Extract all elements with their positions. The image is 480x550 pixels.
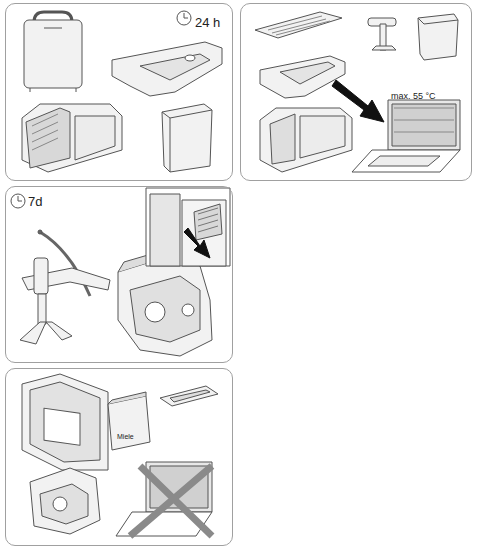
drip-tray-with-grill xyxy=(22,104,122,172)
instruction-panel: 7d xyxy=(5,186,233,363)
instruction-panel: Miele xyxy=(5,368,233,546)
dishwasher-crossed xyxy=(116,462,212,536)
grounds-container xyxy=(418,14,458,60)
drip-grill xyxy=(255,12,342,38)
drip-tray xyxy=(260,56,345,98)
machine-housing xyxy=(22,374,108,470)
clock-icon xyxy=(11,194,25,208)
cover-plate xyxy=(160,386,218,406)
clock-icon xyxy=(177,11,191,25)
panel-text: 24 h xyxy=(195,16,220,29)
milk-pipe xyxy=(368,18,396,50)
drip-tray xyxy=(112,42,222,96)
arrow xyxy=(332,80,384,122)
instruction-panel: 24 h xyxy=(5,3,233,181)
inset xyxy=(146,188,230,266)
grounds-container xyxy=(162,104,212,172)
panel-text: max. 55 °C xyxy=(391,92,436,101)
instruction-panel: max. 55 °C xyxy=(240,3,472,181)
cover-panel xyxy=(108,392,150,450)
brewing-unit xyxy=(30,468,100,534)
water-tank xyxy=(24,12,82,92)
panel-text: 7d xyxy=(28,195,42,208)
drip-tray xyxy=(260,108,352,172)
panel-text: Miele xyxy=(117,433,134,440)
dispensing-head xyxy=(20,258,110,344)
